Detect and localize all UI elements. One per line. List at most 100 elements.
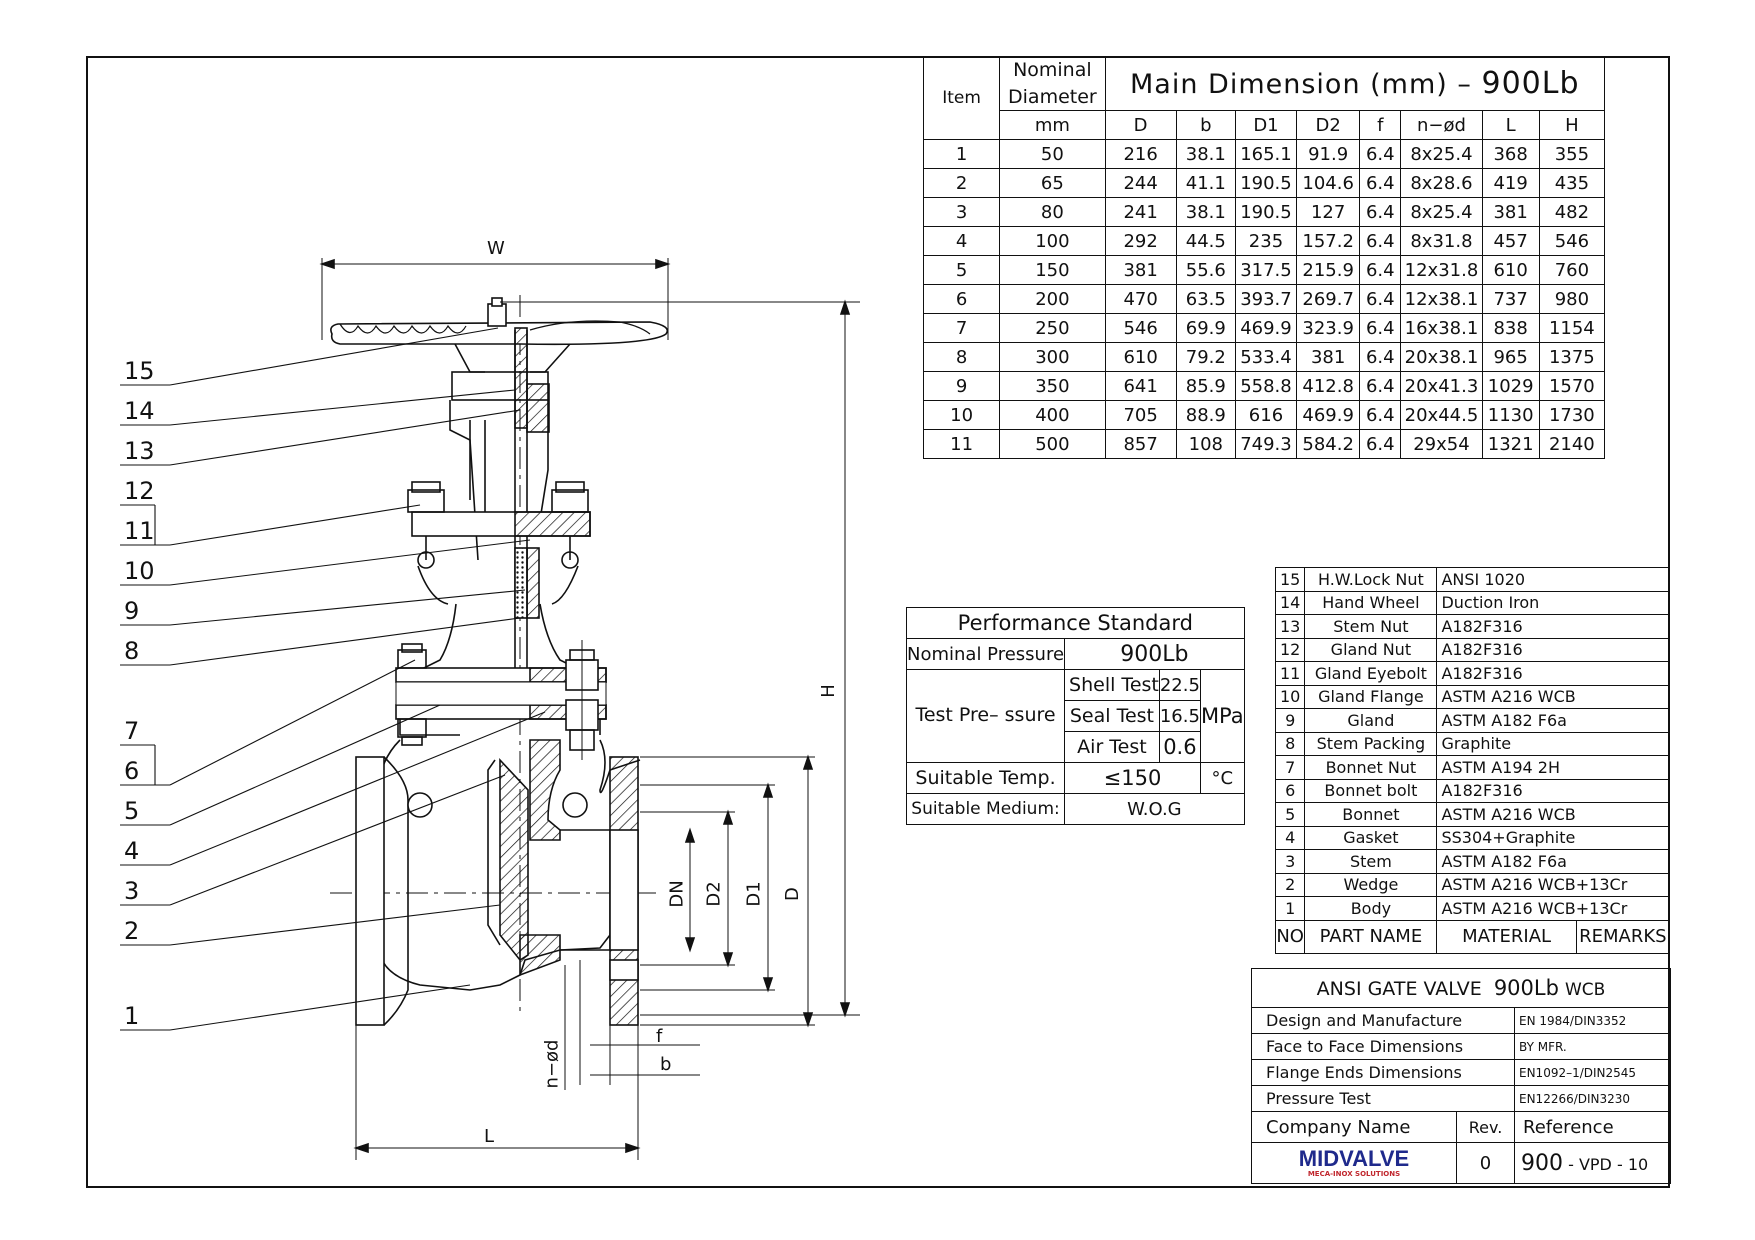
column-header: H [1538, 110, 1606, 141]
reference-value: 900 - VPD - 10 [1513, 1142, 1672, 1184]
standard-row-label: Face to Face Dimensions [1251, 1033, 1515, 1060]
column-header: D1 [1234, 110, 1298, 141]
logo-text: MIDVALVE [1298, 1145, 1410, 1171]
part-name: Gasket [1304, 825, 1438, 850]
table-cell: 323.9 [1296, 313, 1361, 344]
reference-label: Reference [1513, 1111, 1672, 1143]
callout-number: 6 [124, 757, 140, 785]
table-cell: 6.4 [1359, 226, 1402, 257]
table-cell: 641 [1104, 371, 1177, 402]
callout-number: 14 [124, 397, 155, 425]
table-cell: 16x38.1 [1400, 313, 1483, 344]
table-cell: 584.2 [1296, 429, 1361, 460]
shell-test-value: 22.5 [1158, 669, 1201, 701]
dim-label-f: f [656, 1026, 663, 1047]
column-header: n−ød [1400, 110, 1483, 141]
table-cell: 1570 [1538, 371, 1606, 402]
table-cell: 533.4 [1234, 342, 1298, 373]
test-pressure-label: Test Pre– ssure [905, 669, 1066, 763]
callout-number: 12 [124, 477, 155, 505]
table-cell: 737 [1481, 284, 1540, 315]
table-cell: 7 [922, 313, 1001, 344]
table-cell: 157.2 [1296, 226, 1361, 257]
dim-label-d1: D1 [743, 881, 765, 907]
callout-number: 9 [124, 597, 140, 625]
part-name: H.W.Lock Nut [1304, 567, 1438, 592]
table-cell: 200 [999, 284, 1106, 315]
table-cell: 69.9 [1175, 313, 1236, 344]
table-cell: 41.1 [1175, 168, 1236, 199]
table-cell: 104.6 [1296, 168, 1361, 199]
table-cell: 1029 [1481, 371, 1540, 402]
medium-value: W.O.G [1064, 793, 1245, 825]
table-cell: 241 [1104, 197, 1177, 228]
standard-row-value: EN 1984/DIN3352 [1513, 1007, 1672, 1034]
table-cell: 6.4 [1359, 429, 1402, 460]
table-cell: 3 [922, 197, 1001, 228]
part-number: 15 [1274, 567, 1306, 592]
dim-label-n-d: n−ød [541, 1039, 563, 1089]
logo-subtext: MECA-INOX SOLUTIONS [1307, 1169, 1401, 1178]
table-cell: 79.2 [1175, 342, 1236, 373]
company-logo: MIDVALVE MECA-INOX SOLUTIONS [1251, 1142, 1457, 1184]
standard-row-value: EN1092–1/DIN2545 [1513, 1059, 1672, 1086]
parts-header-name: PART NAME [1304, 919, 1438, 954]
table-cell: 616 [1234, 400, 1298, 431]
performance-standard-table: Performance Standard Nominal Pressure 90… [905, 607, 1245, 825]
dim-label-b: b [660, 1054, 672, 1075]
part-number: 2 [1274, 872, 1306, 897]
table-cell: 470 [1104, 284, 1177, 315]
part-number: 11 [1274, 661, 1306, 686]
standard-row-value: EN12266/DIN3230 [1513, 1085, 1672, 1112]
table-cell: 1730 [1538, 400, 1606, 431]
standard-row-label: Pressure Test [1251, 1085, 1515, 1112]
parts-header-remarks: REMARKS [1575, 919, 1671, 954]
part-material: A182F316 [1436, 637, 1670, 662]
table-cell: 50 [999, 139, 1106, 170]
table-cell: 6.4 [1359, 255, 1402, 286]
table-cell: 44.5 [1175, 226, 1236, 257]
part-number: 1 [1274, 896, 1306, 921]
callout-number: 4 [124, 837, 140, 865]
table-cell: 393.7 [1234, 284, 1298, 315]
table-cell: 1 [922, 139, 1001, 170]
table-cell: 419 [1481, 168, 1540, 199]
part-name: Gland [1304, 708, 1438, 733]
table-cell: 546 [1538, 226, 1606, 257]
table-cell: 965 [1481, 342, 1540, 373]
part-number: 10 [1274, 684, 1306, 709]
air-test-label: Air Test [1064, 731, 1160, 763]
table-cell: 500 [999, 429, 1106, 460]
table-cell: 6.4 [1359, 342, 1402, 373]
table-cell: 5 [922, 255, 1001, 286]
table-cell: 546 [1104, 313, 1177, 344]
title-block: ANSI GATE VALVE 900Lb WCB Design and Man… [1250, 968, 1672, 1184]
table-cell: 412.8 [1296, 371, 1361, 402]
part-name: Gland Flange [1304, 684, 1438, 709]
table-cell: 100 [999, 226, 1106, 257]
callout-number: 8 [124, 637, 140, 665]
table-cell: 215.9 [1296, 255, 1361, 286]
dim-label-dn: DN [666, 880, 688, 908]
temp-unit: °C [1199, 762, 1245, 794]
callout-number: 3 [124, 877, 140, 905]
part-name: Body [1304, 896, 1438, 921]
table-cell: 292 [1104, 226, 1177, 257]
dim-label-l: L [484, 1126, 495, 1147]
table-cell: 381 [1481, 197, 1540, 228]
part-material: ANSI 1020 [1436, 567, 1670, 592]
part-name: Gland Eyebolt [1304, 661, 1438, 686]
air-test-value: 0.6 [1158, 731, 1201, 763]
